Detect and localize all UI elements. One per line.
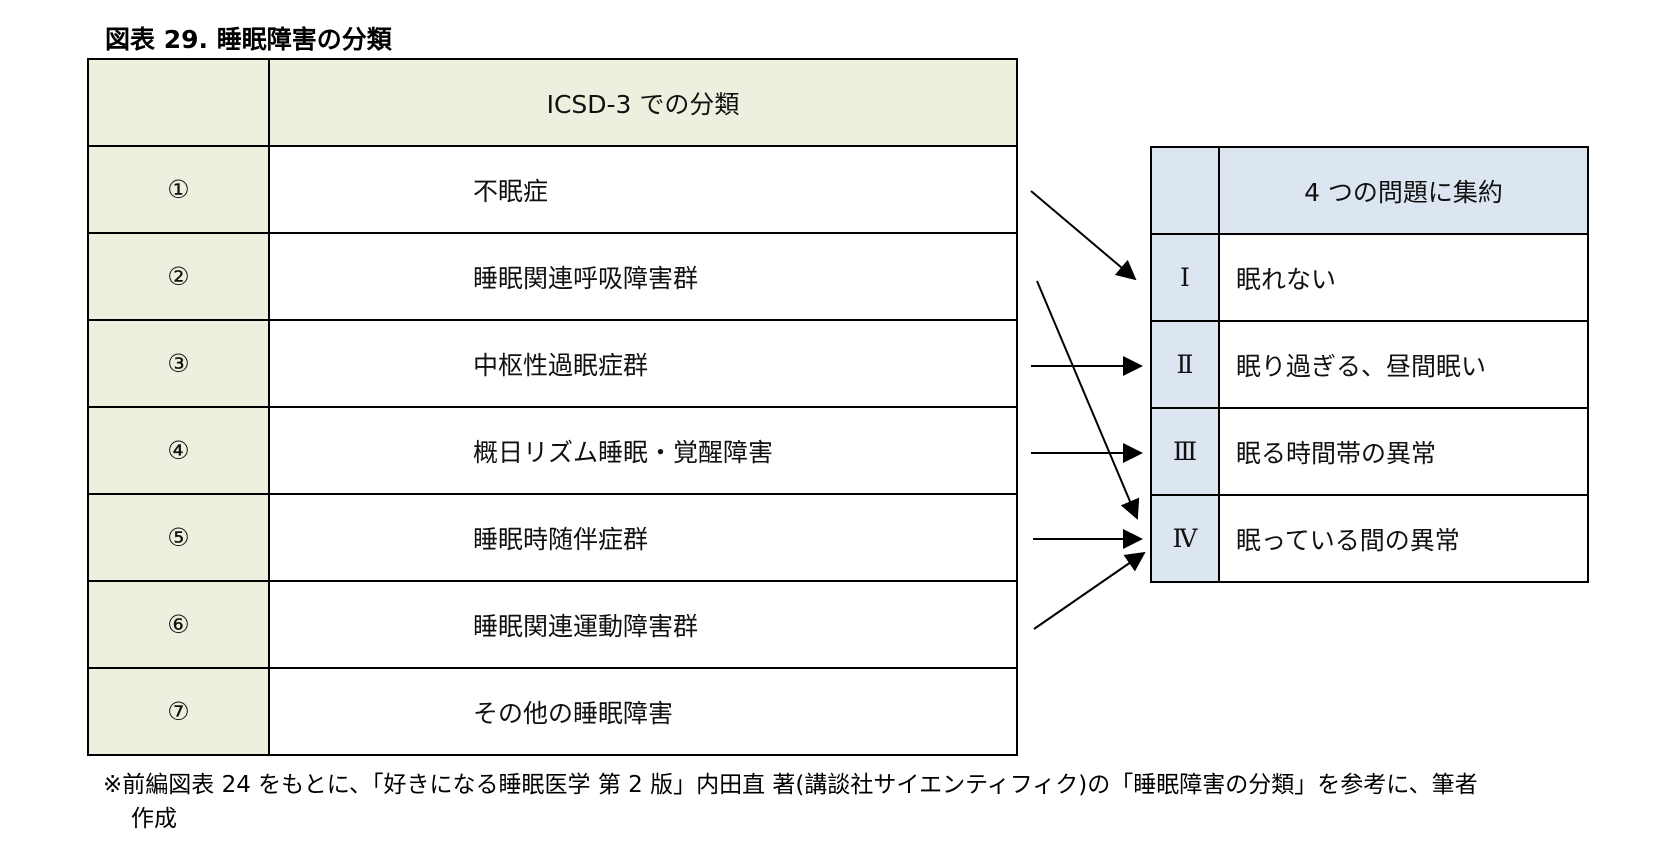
problem-label: 眠る時間帯の異常 [1218, 407, 1589, 496]
disorder-name: 概日リズム睡眠・覚醒障害 [268, 406, 1018, 495]
row-number: ② [87, 232, 270, 321]
table-header-row: ICSD-3 での分類 [87, 58, 1018, 147]
disorder-name: 睡眠関連運動障害群 [268, 580, 1018, 669]
icsd3-classification-table: ICSD-3 での分類 ① 不眠症 ② 睡眠関連呼吸障害群 ③ 中枢性過眠症群 … [87, 58, 1018, 756]
row-number: ③ [87, 319, 270, 408]
row-number: ⑤ [87, 493, 270, 582]
table-row: ② 睡眠関連呼吸障害群 [87, 232, 1018, 321]
header-blank-cell [87, 58, 270, 147]
row-number: ⑥ [87, 580, 270, 669]
footnote-line: ※前編図表 24 をもとに、「好きになる睡眠医学 第 2 版」内田直 著(講談社… [103, 772, 1478, 798]
mapping-arrow [1033, 551, 1146, 630]
footnote-line-continued: 作成 [131, 806, 177, 832]
row-number: ① [87, 145, 270, 234]
four-problems-table: 4 つの問題に集約 Ⅰ 眠れない Ⅱ 眠り過ぎる、昼間眠い Ⅲ 眠る時間帯の異常… [1150, 146, 1589, 583]
table-row: ⑦ その他の睡眠障害 [87, 667, 1018, 756]
table-row: ④ 概日リズム睡眠・覚醒障害 [87, 406, 1018, 495]
table-row: ⑥ 睡眠関連運動障害群 [87, 580, 1018, 669]
problem-label: 眠り過ぎる、昼間眠い [1218, 320, 1589, 409]
table-row: Ⅰ 眠れない [1150, 233, 1589, 322]
source-footnote: ※前編図表 24 をもとに、「好きになる睡眠医学 第 2 版」内田直 著(講談社… [103, 768, 1603, 836]
disorder-name: 睡眠時随伴症群 [268, 493, 1018, 582]
four-problems-header: 4 つの問題に集約 [1218, 146, 1589, 235]
problem-label: 眠れない [1218, 233, 1589, 322]
row-number: ④ [87, 406, 270, 495]
roman-numeral: Ⅰ [1150, 233, 1220, 322]
header-blank-cell [1150, 146, 1220, 235]
roman-numeral: Ⅱ [1150, 320, 1220, 409]
table-row: ③ 中枢性過眠症群 [87, 319, 1018, 408]
row-number: ⑦ [87, 667, 270, 756]
problem-label: 眠っている間の異常 [1218, 494, 1589, 583]
table-row: ⑤ 睡眠時随伴症群 [87, 493, 1018, 582]
table-row: Ⅲ 眠る時間帯の異常 [1150, 407, 1589, 496]
table-row: Ⅳ 眠っている間の異常 [1150, 494, 1589, 583]
disorder-name: その他の睡眠障害 [268, 667, 1018, 756]
figure-title: 図表 29. 睡眠障害の分類 [105, 25, 392, 54]
table-row: ① 不眠症 [87, 145, 1018, 234]
table-row: Ⅱ 眠り過ぎる、昼間眠い [1150, 320, 1589, 409]
roman-numeral: Ⅲ [1150, 407, 1220, 496]
mapping-arrow [1030, 190, 1137, 281]
roman-numeral: Ⅳ [1150, 494, 1220, 583]
table-header-row: 4 つの問題に集約 [1150, 146, 1589, 235]
icsd3-header: ICSD-3 での分類 [268, 58, 1018, 147]
disorder-name: 睡眠関連呼吸障害群 [268, 232, 1018, 321]
disorder-name: 中枢性過眠症群 [268, 319, 1018, 408]
disorder-name: 不眠症 [268, 145, 1018, 234]
mapping-arrow [1036, 280, 1140, 520]
